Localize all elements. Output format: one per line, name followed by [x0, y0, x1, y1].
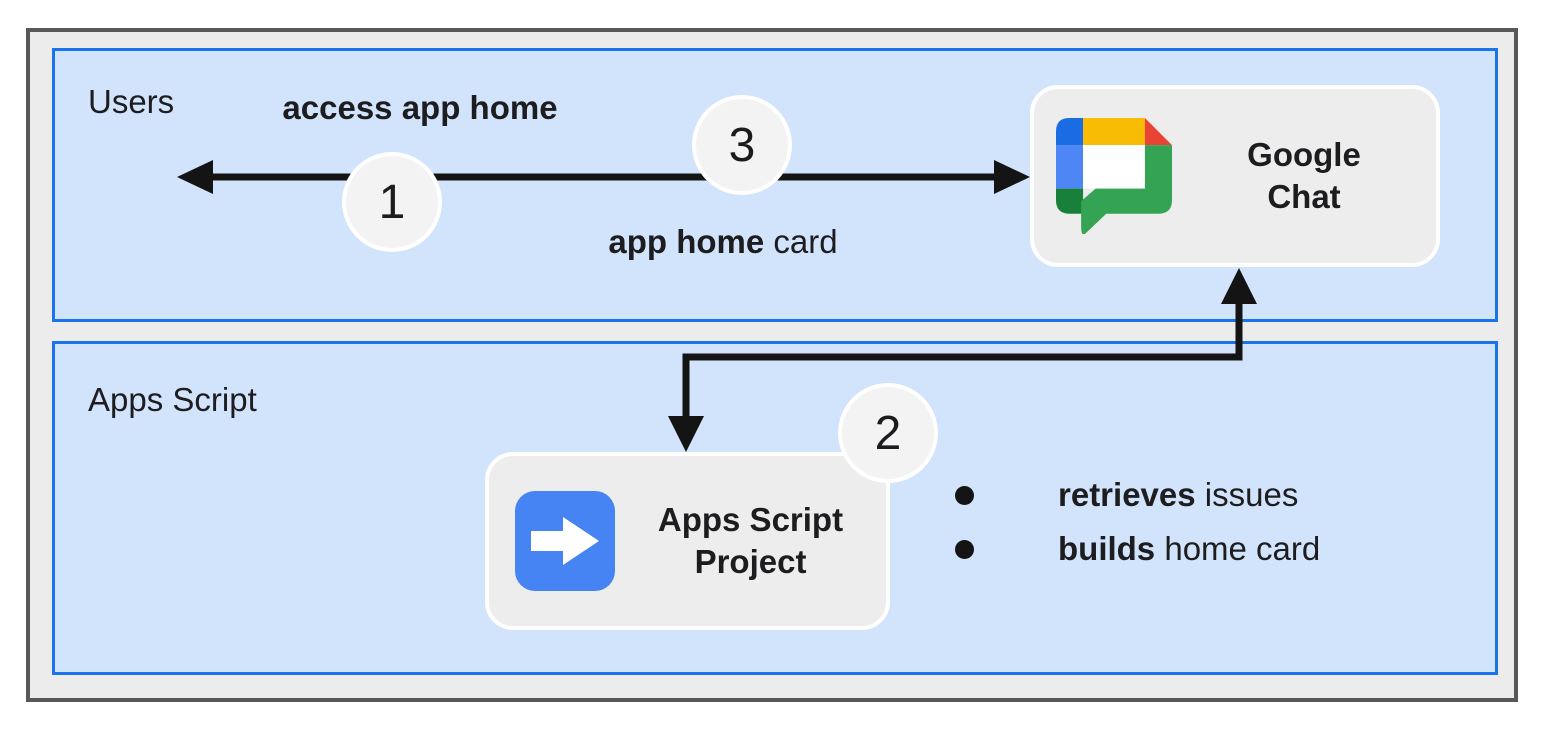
bullet-icon [955, 485, 974, 505]
apps-script-project-icon [515, 491, 615, 591]
google-chat-title-line2: Chat [1267, 178, 1341, 215]
google-chat-icon [1056, 118, 1172, 234]
users-panel-label: Users [88, 83, 175, 120]
bullet-icon [955, 539, 974, 559]
response-arrow-label-regular: card [764, 223, 838, 260]
step-circle-2: 2 [838, 383, 938, 483]
list-item-regular: issues [1195, 476, 1299, 513]
apps-script-project-card: Apps Script Project [485, 452, 890, 630]
apps-script-project-title: Apps Script Project [615, 499, 886, 582]
list-item-regular: home card [1155, 530, 1321, 567]
step-circle-1: 1 [342, 152, 442, 252]
response-arrow-label-bold: app home [608, 223, 765, 260]
google-chat-card: Google Chat [1030, 85, 1440, 267]
list-item: retrieves issues [955, 468, 1320, 522]
request-arrow-label: access app home [282, 89, 558, 126]
google-chat-card-title: Google Chat [1172, 134, 1436, 217]
list-item-bold: builds [1058, 530, 1156, 567]
list-item-bold: retrieves [1058, 476, 1196, 513]
apps-script-project-title-line1: Apps Script [657, 501, 844, 539]
step-circle-3: 3 [692, 95, 792, 195]
project-task-list: retrieves issues builds home card [955, 468, 1320, 576]
list-item: builds home card [955, 522, 1320, 576]
apps-script-project-title-line2: Project [694, 543, 807, 580]
list-item-text: builds home card [1058, 530, 1320, 568]
apps-script-panel-label: Apps Script [88, 381, 257, 418]
google-chat-title-line1: Google [1247, 136, 1361, 174]
list-item-text: retrieves issues [1058, 476, 1298, 514]
response-arrow-label: app home card [553, 223, 893, 260]
